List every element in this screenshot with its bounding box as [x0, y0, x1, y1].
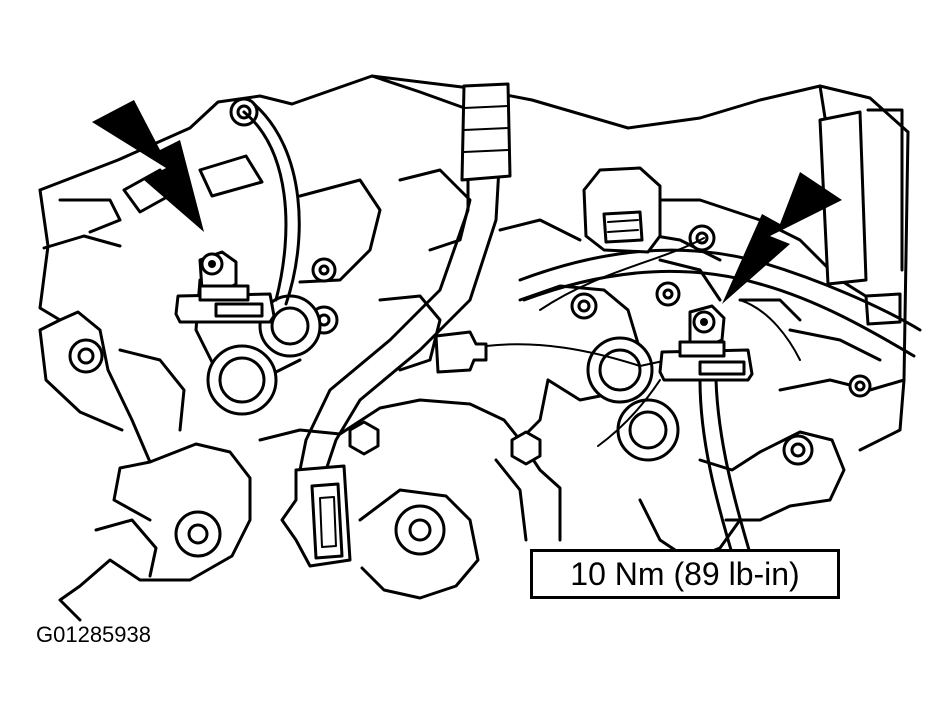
- arrow-icon: [722, 172, 842, 304]
- wiring-harness: [242, 82, 922, 562]
- engine-block-outline: [38, 74, 910, 622]
- bolt-heads: [68, 97, 872, 558]
- torque-spec-text: 10 Nm (89 lb-in): [570, 555, 800, 592]
- connectors: [280, 166, 662, 568]
- arrow-icon: [92, 100, 204, 232]
- left-knock-sensor: [174, 250, 276, 324]
- right-knock-sensor: [658, 304, 754, 382]
- torque-spec-callout: 10 Nm (89 lb-in): [530, 549, 840, 599]
- figure-id: G01285938: [36, 622, 151, 647]
